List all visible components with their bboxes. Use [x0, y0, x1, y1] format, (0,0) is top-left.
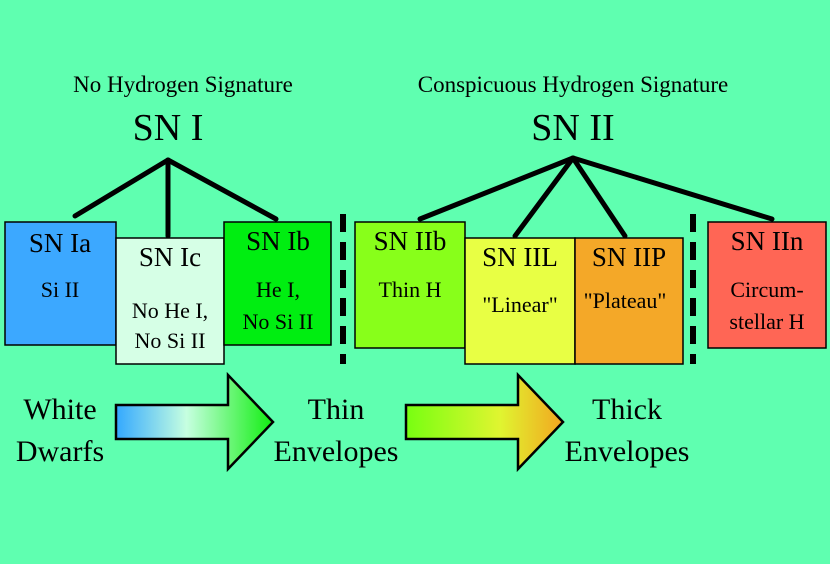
box-sn-ic-bg — [115, 237, 225, 365]
sn-iil-line1: "Linear" — [482, 292, 557, 317]
sn-iip-name: SN IIP — [592, 242, 666, 272]
sn-iin-name: SN IIn — [731, 226, 804, 256]
box-sn-iil-bg — [464, 237, 576, 365]
sn-ib-line2: No Si II — [243, 309, 314, 334]
sn2-subtitle: Conspicuous Hydrogen Signature — [418, 72, 728, 97]
sn-ic-line1: No He I, — [132, 298, 208, 323]
box-sn-iib: SN IIb Thin H — [354, 221, 466, 349]
box-sn-iil: SN IIL "Linear" — [464, 237, 576, 365]
progenitor-thick-envelopes-line2: Envelopes — [565, 435, 690, 468]
box-sn-iip-bg — [574, 237, 684, 365]
sn1-subtitle: No Hydrogen Signature — [73, 72, 293, 97]
arrow-right-icon-2 — [404, 371, 565, 473]
box-sn-ic: SN Ic No He I, No Si II — [115, 237, 225, 365]
sn-iil-name: SN IIL — [482, 242, 558, 272]
box-sn-iib-bg — [354, 221, 466, 349]
sn-ic-name: SN Ic — [139, 242, 201, 272]
progenitor-white-dwarfs-line1: White — [23, 393, 96, 426]
sn-ic-line2: No Si II — [135, 328, 206, 353]
sn-iip-line1: "Plateau" — [584, 288, 667, 313]
box-sn-iin-bg — [707, 221, 827, 349]
box-sn-iin: SN IIn Circum- stellar H — [707, 221, 827, 349]
box-sn-iip: SN IIP "Plateau" — [574, 237, 684, 365]
box-sn-ib: SN Ib He I, No Si II — [223, 221, 332, 346]
progenitor-thin-envelopes-line2: Envelopes — [274, 435, 399, 468]
sn-iib-line1: Thin H — [379, 277, 442, 302]
box-sn-ib-bg — [223, 221, 332, 346]
sn-ib-name: SN Ib — [246, 226, 310, 256]
arrow-right-icon-1 — [114, 371, 275, 473]
sn-iib-name: SN IIb — [374, 226, 447, 256]
sn-ia-line1: Si II — [41, 277, 80, 302]
sn1-title: SN I — [133, 107, 204, 149]
progenitor-thin-envelopes-line1: Thin — [308, 393, 365, 426]
progenitor-thick-envelopes-line1: Thick — [592, 393, 662, 426]
progenitor-white-dwarfs-line2: Dwarfs — [16, 435, 104, 468]
sn1-tree-lines — [72, 157, 279, 239]
sn-iin-line2: stellar H — [729, 309, 804, 334]
sn-ib-line1: He I, — [256, 277, 300, 302]
sn2-title: SN II — [531, 107, 614, 149]
sn2-tree-lines — [417, 155, 775, 239]
sn-ia-name: SN Ia — [29, 228, 91, 258]
box-sn-ia: SN Ia Si II — [4, 221, 117, 346]
sn-iin-line1: Circum- — [730, 277, 803, 302]
